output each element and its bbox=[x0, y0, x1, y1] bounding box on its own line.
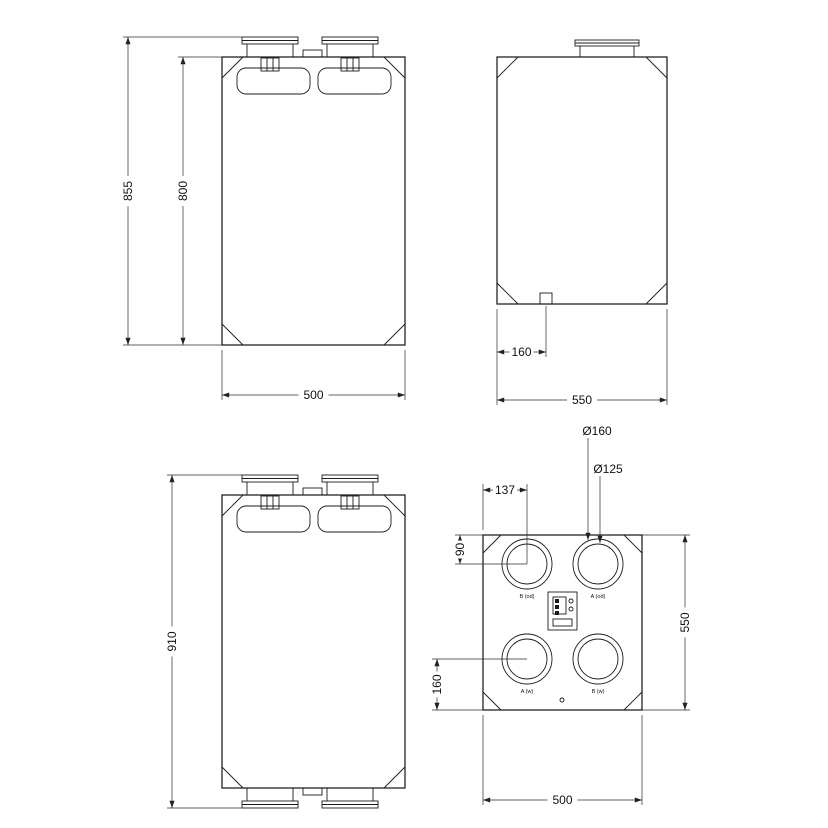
top-panel-outline bbox=[482, 534, 643, 711]
dim-label-500-top: 500 bbox=[552, 793, 572, 807]
dim-label-dia160: Ø160 bbox=[582, 424, 612, 438]
duct-collar-side bbox=[574, 39, 640, 57]
port-bottom-right: B (w) bbox=[572, 633, 624, 695]
unit-body-outline bbox=[221, 56, 406, 346]
duct-collar-top-left bbox=[241, 474, 299, 495]
duct-collar-top-right bbox=[321, 474, 379, 495]
dim-label-500-front: 500 bbox=[303, 388, 323, 402]
dim-label-910: 910 bbox=[165, 631, 179, 651]
duct-collar-right bbox=[321, 36, 379, 57]
dim-port-offset-x: 137 bbox=[482, 483, 528, 564]
control-panel bbox=[547, 591, 578, 631]
corner-cuts bbox=[482, 534, 643, 711]
dim-label-90: 90 bbox=[453, 543, 467, 557]
dim-front-body-height: 800 bbox=[176, 56, 222, 345]
dim-top-width: 500 bbox=[482, 715, 643, 807]
dim-label-160-top: 160 bbox=[430, 674, 444, 694]
port-circle-inner bbox=[577, 543, 619, 585]
condensate-drain bbox=[539, 292, 553, 305]
dim-label-550-top: 550 bbox=[678, 612, 692, 632]
port-label-bottom-right: B (w) bbox=[592, 689, 605, 695]
bottom-center-fixing bbox=[559, 697, 565, 703]
port-circle-outer bbox=[572, 538, 624, 590]
dim-label-550-side: 550 bbox=[572, 393, 592, 407]
front-view-full: 910 bbox=[165, 474, 406, 809]
port-circle-outer bbox=[572, 633, 624, 685]
duct-collar-bottom-right bbox=[321, 788, 379, 809]
dim-label-800: 800 bbox=[176, 181, 190, 201]
top-view: B (od) A (od) A (w) B (w) bbox=[430, 424, 692, 807]
dim-port-offset-top: 90 bbox=[453, 534, 527, 565]
dim-label-855: 855 bbox=[121, 181, 135, 201]
port-top-right: A (od) bbox=[572, 538, 624, 600]
duct-collar-left bbox=[241, 36, 299, 57]
port-label-bottom-left: A (w) bbox=[521, 689, 534, 695]
dim-front-overall-height: 855 bbox=[121, 36, 242, 346]
corner-cuts bbox=[221, 494, 406, 789]
dim-port-inner-dia: Ø125 bbox=[590, 462, 626, 543]
port-label-top-left: B (od) bbox=[520, 594, 535, 600]
dim-side-depth: 550 bbox=[497, 309, 668, 407]
top-notch bbox=[302, 487, 323, 496]
front-view: 855 800 500 bbox=[121, 36, 406, 402]
dim-label-137: 137 bbox=[495, 483, 515, 497]
port-bottom-left: A (w) bbox=[501, 633, 553, 695]
handle-recess-right bbox=[317, 57, 392, 95]
dim-label-dia125: Ø125 bbox=[593, 462, 623, 476]
unit-side-outline bbox=[496, 56, 668, 305]
unit-body-outline bbox=[221, 494, 406, 789]
handle-recess-left bbox=[236, 495, 311, 533]
dim-top-depth: 550 bbox=[642, 534, 692, 711]
port-circle-inner bbox=[577, 638, 619, 680]
port-label-top-right: A (od) bbox=[591, 594, 606, 600]
bottom-notch bbox=[302, 787, 323, 796]
handle-recess-left bbox=[236, 57, 311, 95]
duct-collar-bottom-left bbox=[241, 788, 299, 809]
side-view: 160 550 bbox=[496, 39, 668, 407]
corner-cuts bbox=[221, 56, 406, 346]
corner-cuts bbox=[496, 56, 668, 305]
dim-port-outer-dia: Ø160 bbox=[579, 424, 615, 540]
dim-side-drain-offset: 160 bbox=[496, 306, 547, 405]
top-notch bbox=[302, 49, 323, 58]
dim-port-offset-bottom: 160 bbox=[430, 658, 527, 711]
dim-front-full-height: 910 bbox=[165, 474, 242, 809]
dim-front-width: 500 bbox=[221, 350, 406, 402]
handle-recess-right bbox=[317, 495, 392, 533]
dim-label-160-side: 160 bbox=[511, 345, 531, 359]
